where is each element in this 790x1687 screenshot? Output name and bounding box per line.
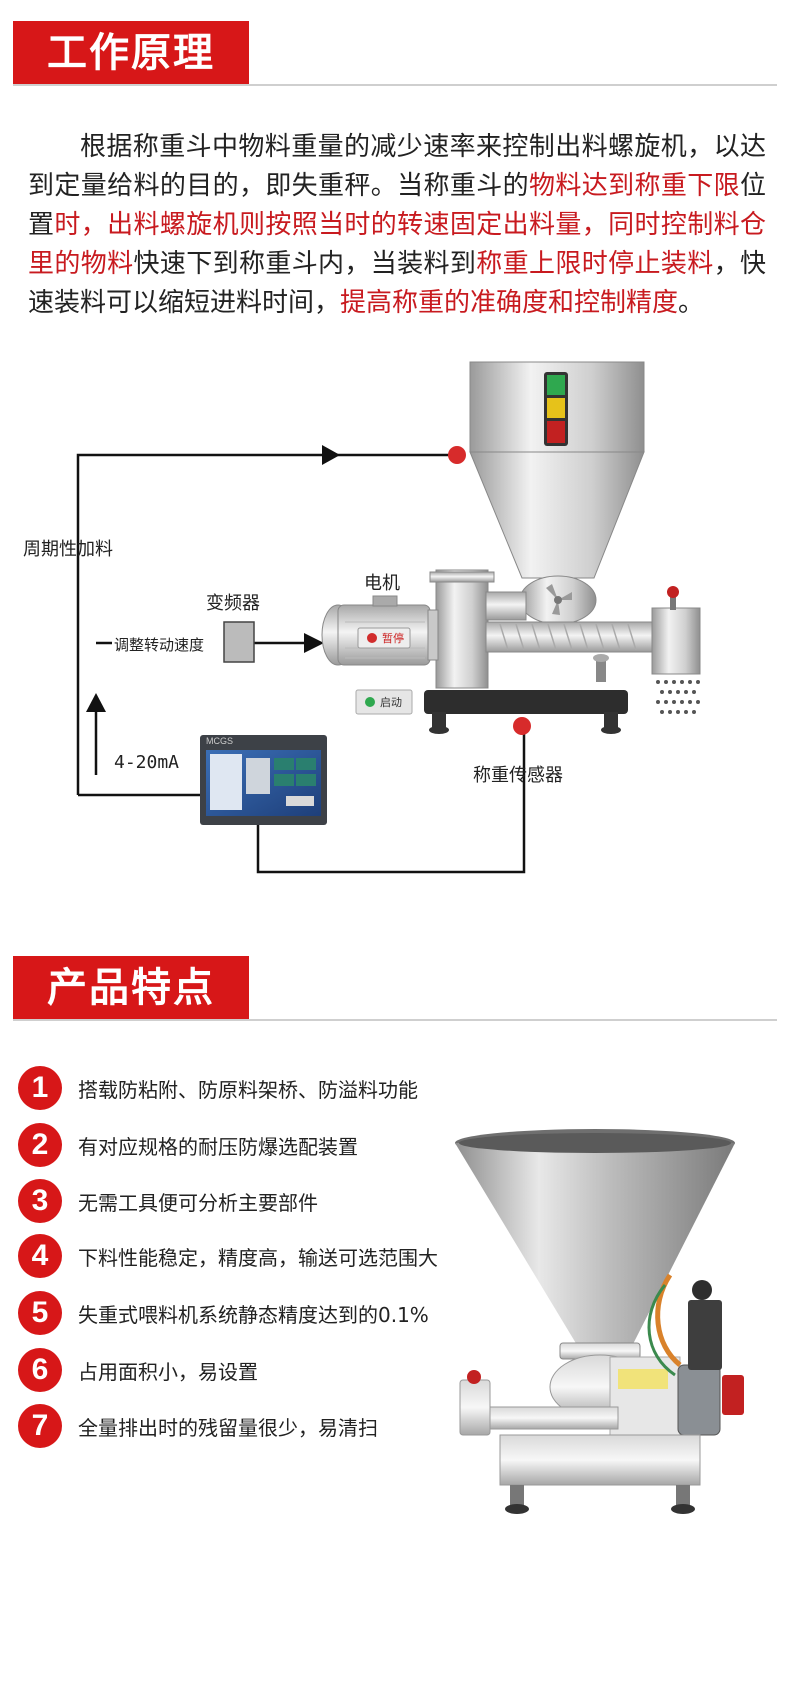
- feature-item: 6 占用面积小，易设置: [18, 1347, 258, 1393]
- hmi-brand-label: MCGS: [206, 736, 233, 746]
- product-image: [440, 1125, 770, 1535]
- inverter-box: [223, 621, 255, 663]
- feature-item: 2 有对应规格的耐压防爆选配装置: [18, 1122, 358, 1168]
- intro-text-2: 位置: [28, 171, 766, 240]
- section-title-features: 产品特点: [13, 956, 249, 1020]
- start-button-graphic: [355, 689, 413, 715]
- start-button-label: 启动: [380, 696, 402, 709]
- label-inverter: 变频器: [206, 593, 260, 614]
- feature-number-badge: 2: [18, 1123, 62, 1167]
- feature-item: 1 搭载防粘附、防原料架桥、防溢料功能: [18, 1065, 418, 1111]
- feature-number-badge: 6: [18, 1348, 62, 1392]
- intro-highlight-4: 提高称重的准确度和控制精度: [340, 288, 679, 318]
- intro-highlight-3: 称重上限时停止装料: [476, 249, 714, 279]
- diagram-graphics: [76, 361, 701, 874]
- intro-text-1: 根据称重斗中物料重量的减少速率来控制出料螺旋机，以达到定量给料的目的，即失重秤。…: [28, 132, 766, 201]
- loss-in-weight-feeder-illustration: [455, 1129, 744, 1514]
- feature-item: 3 无需工具便可分析主要部件: [18, 1178, 318, 1224]
- feature-number-badge: 7: [18, 1404, 62, 1448]
- hmi-panel: [200, 735, 327, 825]
- discharge-dots: [656, 680, 700, 714]
- intro-highlight-1: 物料达到称重下限: [529, 171, 740, 201]
- arrow-right-motor: [304, 633, 324, 653]
- label-current-signal: 4-20mA: [114, 752, 180, 773]
- principle-description: 根据称重斗中物料重量的减少速率来控制出料螺旋机，以达到定量给料的目的，即失重秤。…: [28, 128, 766, 323]
- pause-button-label: 暂停: [382, 632, 404, 645]
- feature-number-badge: 4: [18, 1234, 62, 1278]
- feature-text: 下料性能稳定，精度高，输送可选范围大: [78, 1245, 438, 1270]
- feature-number-badge: 3: [18, 1179, 62, 1223]
- base-frame: [424, 690, 628, 734]
- hopper: [469, 361, 645, 625]
- loadcell-dot: [513, 717, 531, 735]
- feature-text: 有对应规格的耐压防爆选配装置: [78, 1134, 358, 1159]
- arrow-up-speed: [86, 693, 106, 712]
- feed-sensor-dot: [448, 446, 466, 464]
- feature-number-badge: 1: [18, 1066, 62, 1110]
- feature-text: 占用面积小，易设置: [78, 1359, 258, 1384]
- section-divider: [13, 84, 777, 86]
- feature-number-badge: 5: [18, 1291, 62, 1335]
- feature-item: 4 下料性能稳定，精度高，输送可选范围大: [18, 1233, 438, 1279]
- intro-text-3: 快速下到称重斗内，当装料到: [133, 249, 477, 279]
- arrow-right-top: [322, 445, 340, 465]
- feature-item: 5 失重式喂料机系统静态精度达到的0.1%: [18, 1290, 429, 1336]
- intro-highlight-2: 时，出料螺旋机则按照当时的转速固定出料量，同时控制料仓里的物料: [28, 210, 766, 279]
- working-principle-diagram: 周期性加料 变频器 电机 调整转动速度 4-20mA 称重传感器 暂停 启动 M…: [0, 360, 790, 920]
- feature-text: 无需工具便可分析主要部件: [78, 1190, 318, 1215]
- section-title-principle: 工作原理: [13, 21, 249, 85]
- section-divider: [13, 1019, 777, 1021]
- intro-text-5: 。: [678, 288, 705, 318]
- feature-text: 搭载防粘附、防原料架桥、防溢料功能: [78, 1077, 418, 1102]
- label-load-cell: 称重传感器: [473, 765, 563, 786]
- pause-button-graphic: [357, 627, 411, 649]
- label-motor: 电机: [364, 573, 400, 594]
- feature-item: 7 全量排出时的残留量很少，易清扫: [18, 1403, 378, 1449]
- label-periodic-feed: 周期性加料: [23, 539, 113, 560]
- label-adjust-speed: 调整转动速度: [114, 636, 205, 654]
- screw-conveyor: [429, 569, 701, 714]
- feature-text: 全量排出时的残留量很少，易清扫: [78, 1415, 378, 1440]
- feature-text: 失重式喂料机系统静态精度达到的0.1%: [78, 1302, 429, 1327]
- intro-text-4: ，快速装料可以缩短进料时间，: [28, 249, 766, 318]
